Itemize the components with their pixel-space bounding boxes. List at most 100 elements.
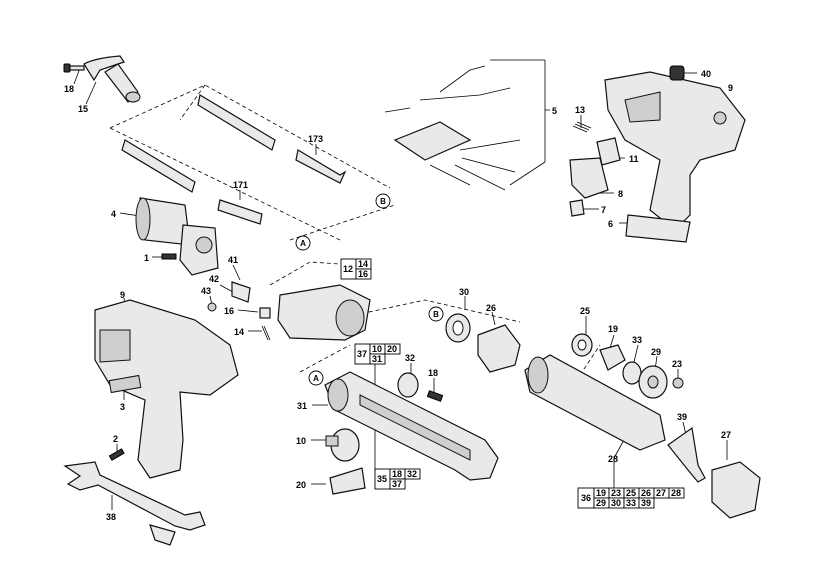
callout-7: 7 [601,205,606,215]
callout-19: 19 [608,324,618,334]
svg-text:A: A [313,374,319,383]
housing-cover-icon [604,71,746,231]
callout-28: 28 [608,454,618,464]
marker-b-middle: B [428,306,444,322]
callout-9: 9 [728,83,733,93]
svg-text:39: 39 [641,498,651,508]
callout-1: 1 [144,253,149,263]
switch-icon [596,137,621,166]
parts-artwork [63,55,761,546]
callout-5: 5 [552,106,557,116]
gear-icon [397,372,419,398]
gearbox-icon [277,284,371,341]
screw-icon [108,448,125,461]
button-icon [569,199,585,217]
callout-30: 30 [459,287,469,297]
callout-31: 31 [297,401,307,411]
svg-text:18: 18 [392,469,402,479]
brush-strip-icon [121,94,347,225]
callout-171: 171 [233,180,248,190]
group-box-12: 12 14 16 [340,258,372,280]
group-box-36: 36 19 23 25 26 27 28 29 30 33 39 [577,487,685,509]
svg-text:29: 29 [596,498,606,508]
callout-43: 43 [201,286,211,296]
svg-text:37: 37 [357,349,367,359]
knob-icon [669,65,685,81]
callout-38: 38 [106,512,116,522]
callout-23: 23 [672,359,682,369]
callout-2: 2 [113,434,118,444]
svg-text:23: 23 [611,488,621,498]
svg-text:37: 37 [392,479,402,489]
svg-text:A: A [300,239,306,248]
motor-icon [135,197,219,276]
svg-text:19: 19 [596,488,606,498]
screw-icon [161,253,177,260]
callout-42: 42 [209,274,219,284]
valve-icon [599,344,626,371]
svg-text:10: 10 [372,344,382,354]
svg-text:B: B [433,310,439,319]
nut-icon [672,377,684,389]
svg-text:14: 14 [358,259,368,269]
callout-11: 11 [629,154,639,164]
hook-icon [83,55,141,103]
callout-18: 18 [64,84,74,94]
svg-text:32: 32 [407,469,417,479]
svg-text:26: 26 [641,488,651,498]
svg-text:35: 35 [377,474,387,484]
piston-icon [325,428,360,462]
spring-icon [572,121,592,133]
washer-icon [207,302,217,312]
callout-10: 10 [296,436,306,446]
reference-markers: B A B A [295,193,444,386]
group-box-35: 35 18 32 37 [374,468,421,490]
callout-13: 13 [575,105,585,115]
bracket-icon [231,281,251,303]
svg-text:33: 33 [626,498,636,508]
wiring-harness-icon [384,65,521,191]
callout-20: 20 [296,480,306,490]
marker-a-middle: A [308,370,324,386]
group-box-37: 37 10 20 31 [354,343,401,365]
callout-3: 3 [120,402,125,412]
wrench-icon [63,461,206,546]
svg-text:20: 20 [387,344,397,354]
svg-text:30: 30 [611,498,621,508]
handle-housing-icon [94,299,239,479]
trigger-switch-icon [569,157,609,199]
bracket-icon [329,467,366,495]
sausage-tube-icon [524,354,666,451]
screw-icon [63,63,85,73]
callout-39: 39 [677,412,687,422]
callout-15: 15 [78,104,88,114]
nut-icon [259,307,271,319]
washer-icon [445,313,471,343]
callout-4: 4 [111,209,116,219]
marker-a-top: A [295,235,311,251]
callout-14: 14 [234,327,244,337]
callout-26: 26 [486,303,496,313]
svg-text:16: 16 [358,269,368,279]
callout-173: 173 [308,134,323,144]
callout-25: 25 [580,306,590,316]
callout-33: 33 [632,335,642,345]
svg-text:27: 27 [656,488,666,498]
callout-6: 6 [608,219,613,229]
callout-41: 41 [228,255,238,265]
ring-nut-icon [477,324,521,373]
callout-27: 27 [721,430,731,440]
svg-text:25: 25 [626,488,636,498]
callout-9-handle: 9 [120,290,125,300]
marker-b-top: B [375,193,391,209]
svg-text:12: 12 [343,264,353,274]
callout-40: 40 [701,69,711,79]
piston-disc-icon [638,365,668,399]
spring-icon [261,325,271,341]
svg-text:31: 31 [372,354,382,364]
svg-text:28: 28 [671,488,681,498]
callout-labels: 18 15 173 171 5 40 9 13 11 8 7 6 4 1 41 … [64,69,733,522]
svg-text:B: B [380,197,386,206]
